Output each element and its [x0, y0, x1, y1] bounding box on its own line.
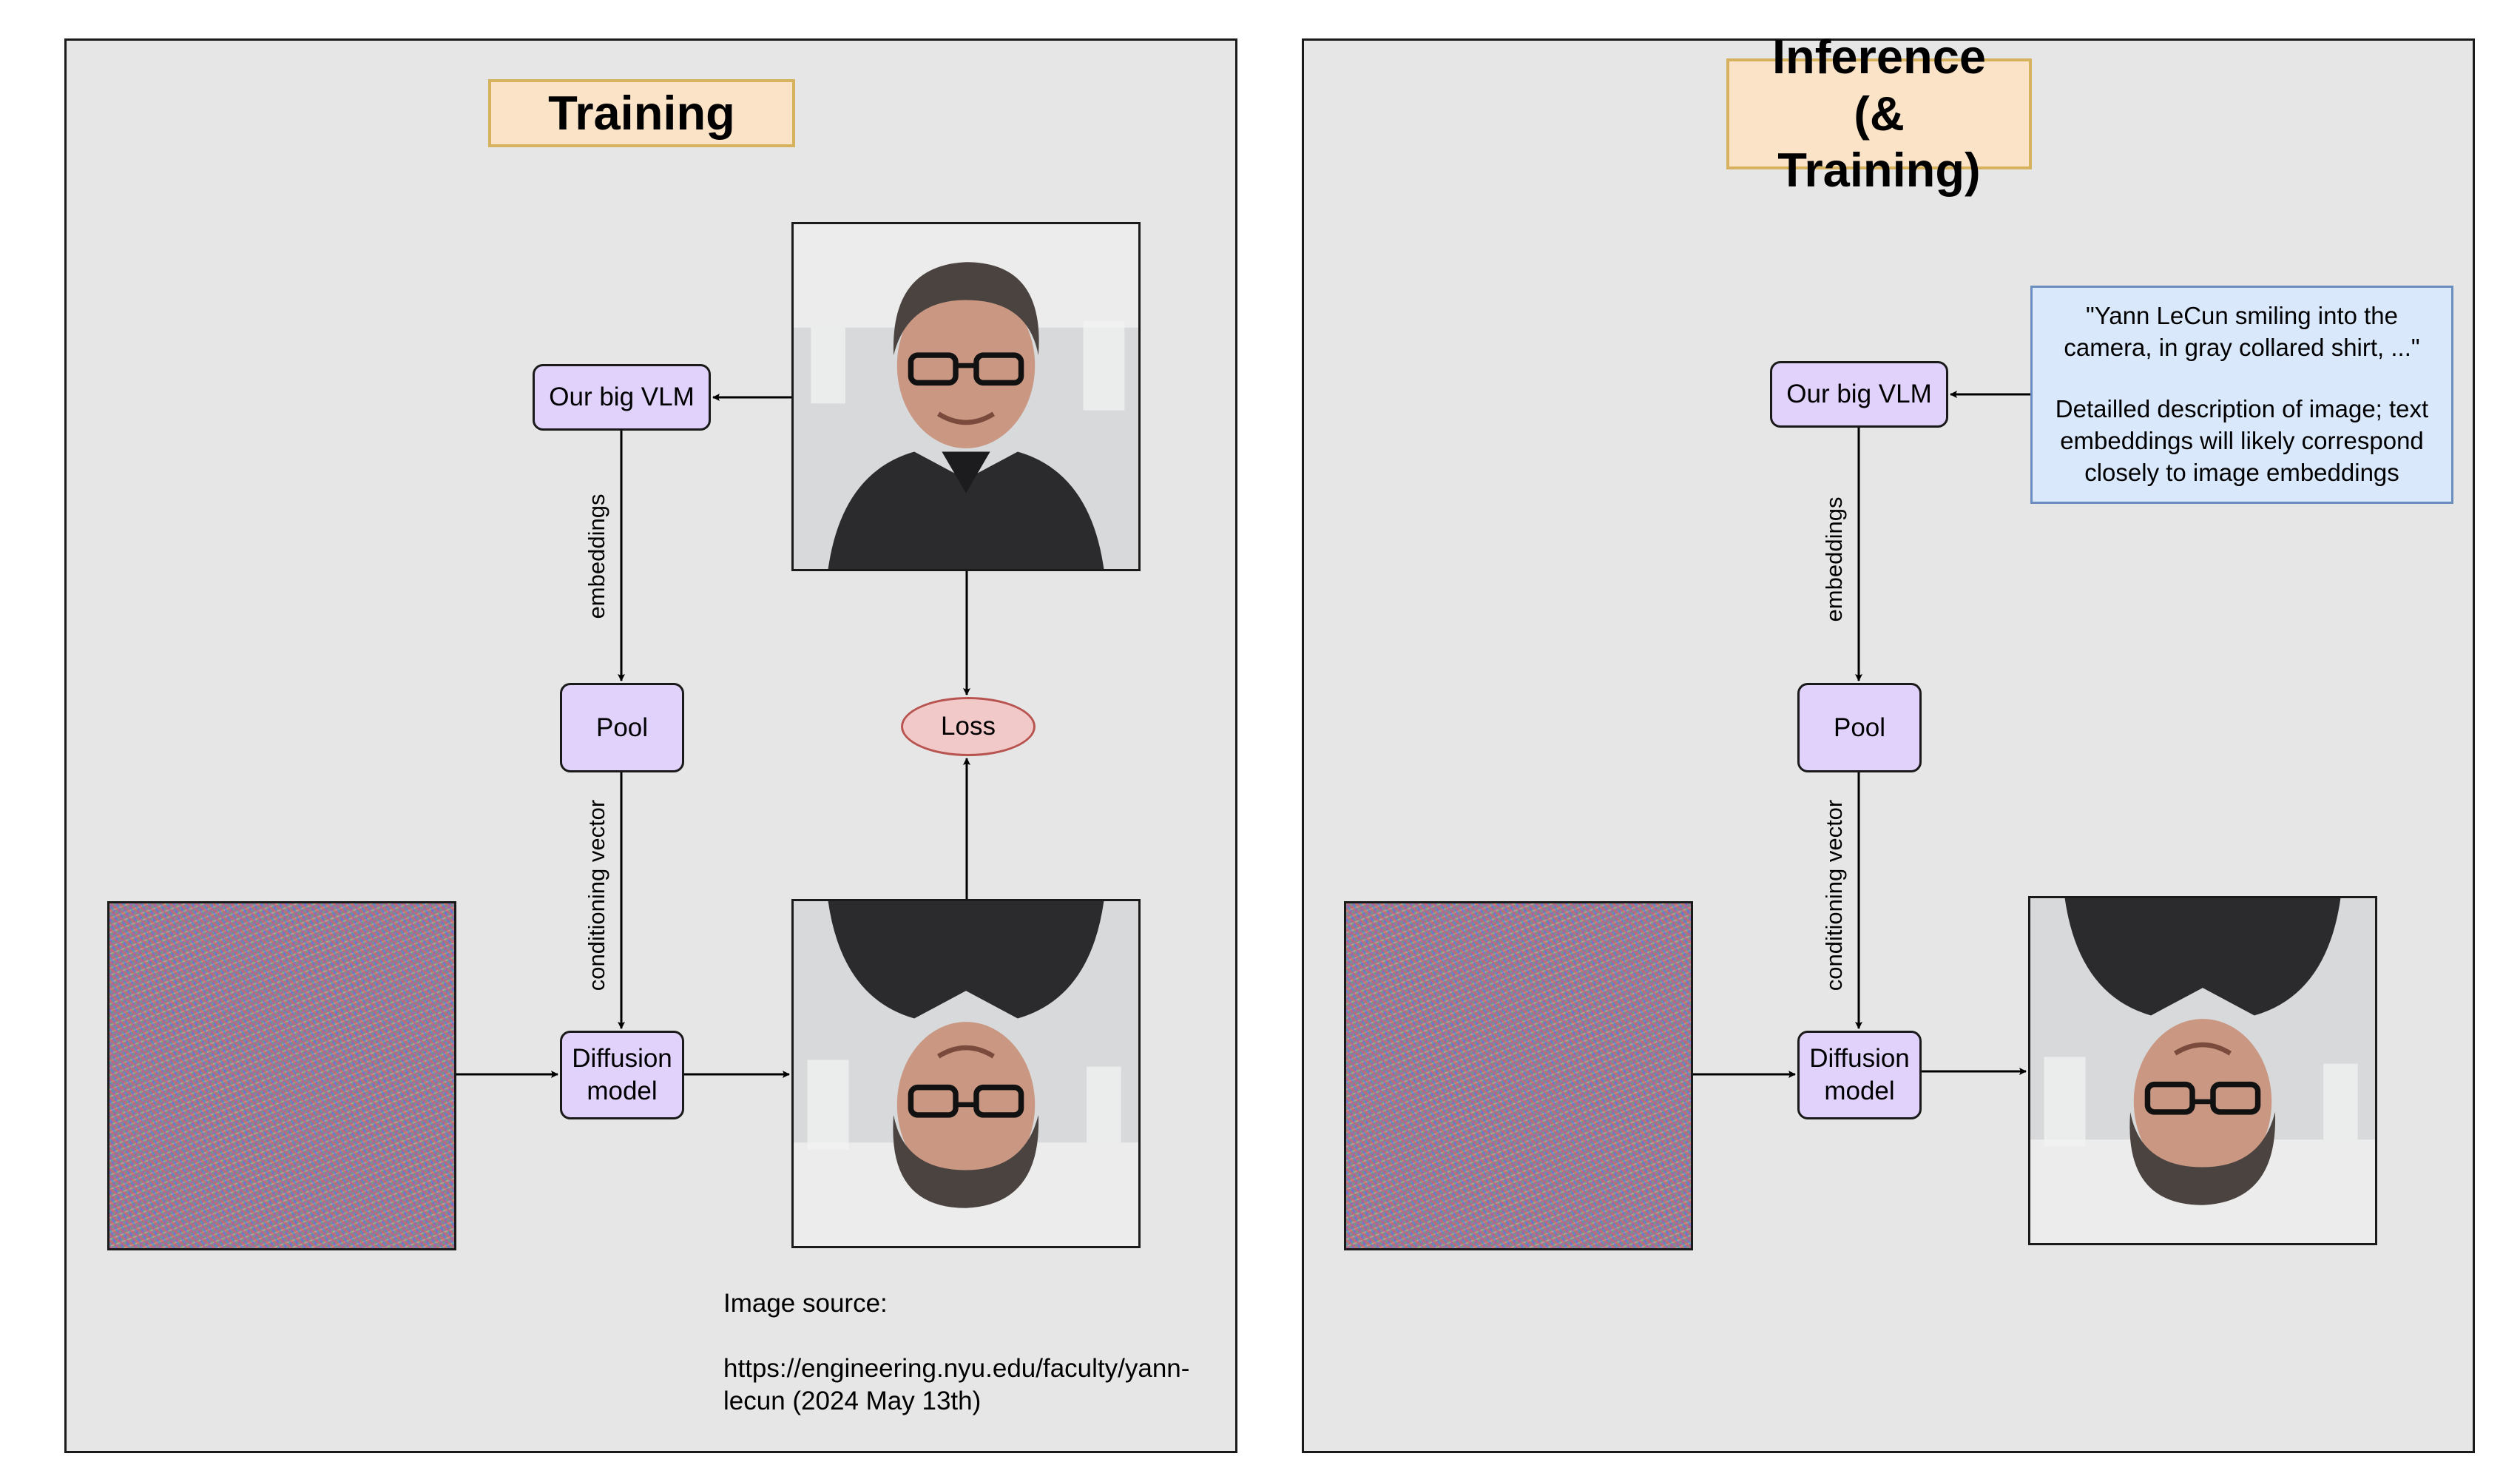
- training-diffusion-node: Diffusion model: [560, 1031, 684, 1119]
- image-source-text: https://engineering.nyu.edu/faculty/yann…: [723, 1354, 1190, 1415]
- caption-quote: "Yann LeCun smiling into the camera, in …: [2064, 302, 2420, 362]
- training-conditioning-label: conditioning vector: [584, 799, 609, 991]
- inference-embeddings-label: embeddings: [1821, 496, 1847, 622]
- image-source-heading: Image source:: [723, 1289, 888, 1318]
- training-title: Training: [488, 79, 795, 147]
- inference-title: Inference (& Training): [1726, 30, 2032, 197]
- inference-conditioning-label: conditioning vector: [1821, 799, 1847, 991]
- loss-node: Loss: [901, 697, 1036, 756]
- caption-note-text: Detailled description of image; text emb…: [2055, 395, 2429, 486]
- generated-image: [794, 901, 1138, 1246]
- inference-generated-image: [2030, 898, 2375, 1243]
- portrait-image: [794, 224, 1138, 569]
- training-pool-node: Pool: [560, 683, 684, 772]
- portrait-photo: [791, 222, 1141, 571]
- inference-pool-node: Pool: [1797, 683, 1922, 772]
- caption-note: "Yann LeCun smiling into the camera, in …: [2030, 286, 2453, 504]
- inference-diffusion-node: Diffusion model: [1797, 1031, 1922, 1119]
- training-embeddings-label: embeddings: [584, 494, 609, 619]
- noise-input-image: [107, 901, 456, 1250]
- inference-noise-image: [1344, 901, 1693, 1250]
- inference-generated-photo: [2028, 896, 2377, 1245]
- inference-vlm-node: Our big VLM: [1770, 361, 1948, 428]
- generated-photo: [791, 899, 1141, 1248]
- training-vlm-node: Our big VLM: [533, 364, 711, 431]
